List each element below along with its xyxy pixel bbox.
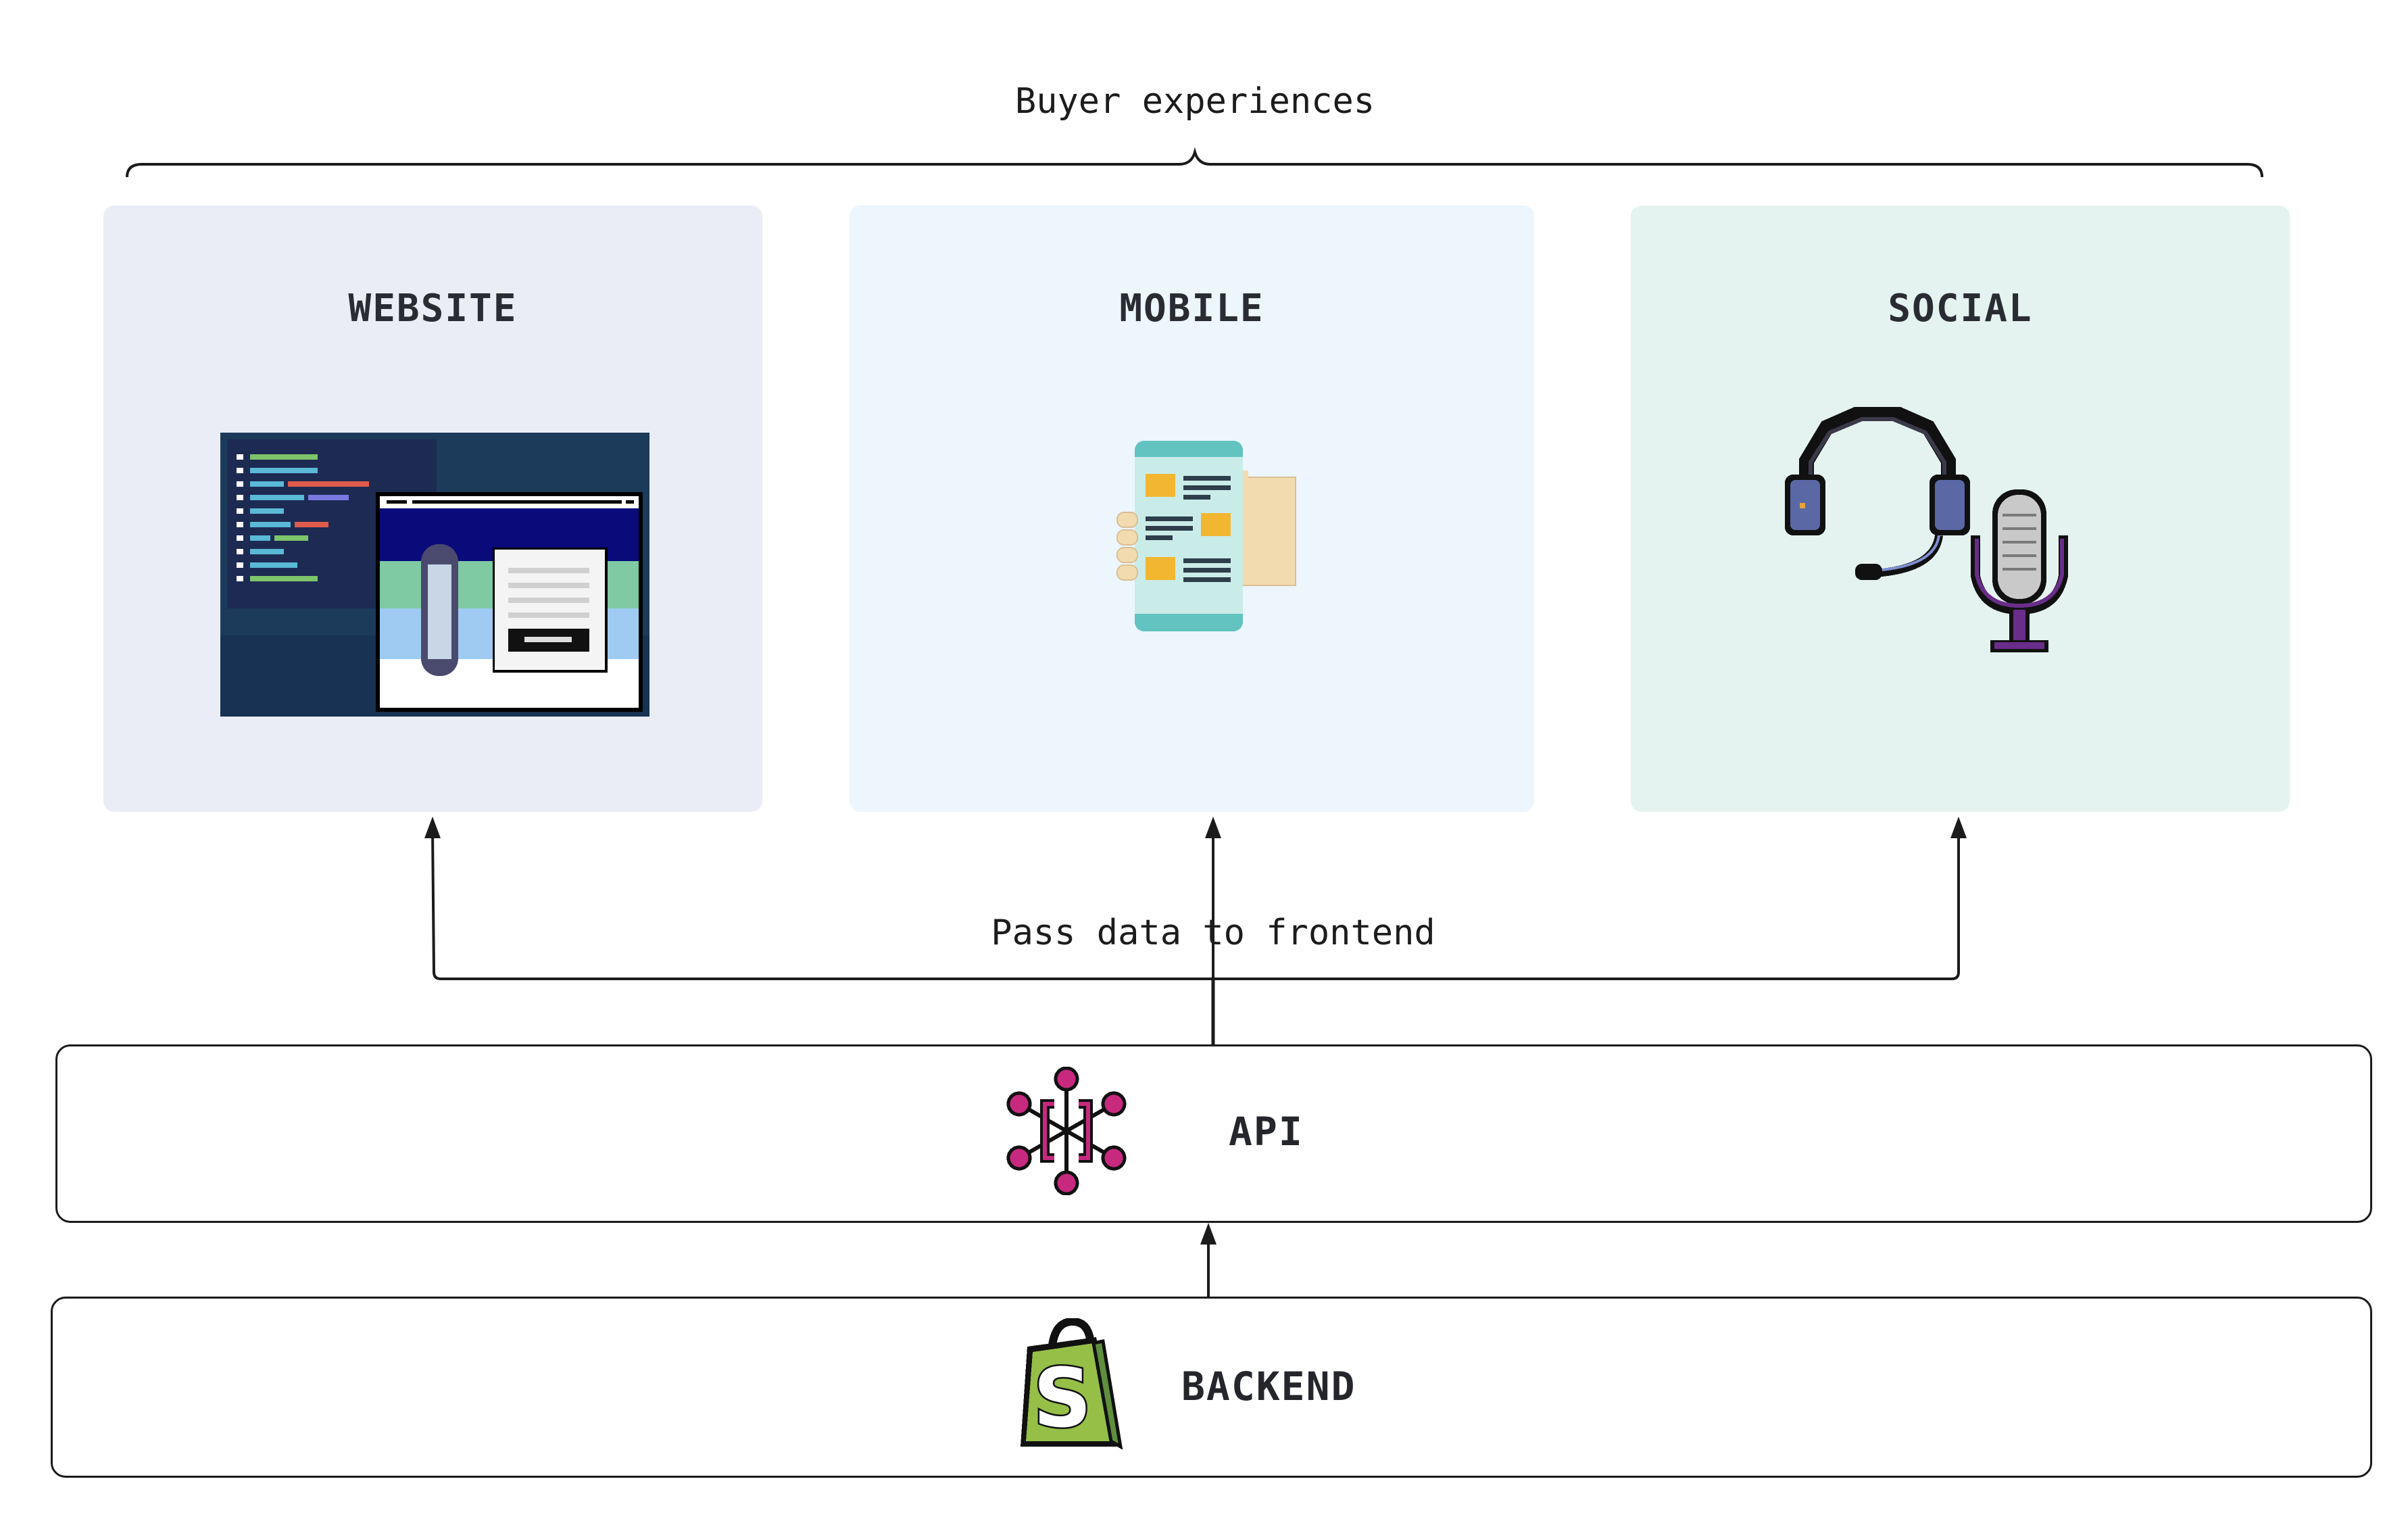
buyer-experiences-brace <box>126 147 2263 178</box>
api-layer <box>55 1044 2372 1223</box>
website-panel: WEBSITE <box>103 206 762 812</box>
headset-microphone-icon <box>1785 407 2068 652</box>
backend-label: BACKEND <box>1181 1363 1356 1409</box>
mobile-panel: MOBILE <box>850 206 1534 812</box>
social-title: SOCIAL <box>1888 287 2033 331</box>
website-browser-code-icon <box>220 433 649 717</box>
connector-label: Pass data to frontend <box>991 913 1435 953</box>
mobile-title: MOBILE <box>1119 287 1264 331</box>
mobile-phone-hand-icon <box>1116 441 1296 631</box>
api-network-icon <box>1006 1067 1127 1195</box>
social-panel: SOCIAL <box>1631 206 2290 812</box>
api-label: API <box>1229 1109 1304 1155</box>
website-title: WEBSITE <box>348 287 518 331</box>
svg-text:S: S <box>1033 1352 1091 1446</box>
buyer-experiences-label: Buyer experiences <box>1014 81 1375 122</box>
shopify-bag-icon: S <box>1021 1318 1123 1450</box>
backend-layer <box>51 1297 2372 1478</box>
